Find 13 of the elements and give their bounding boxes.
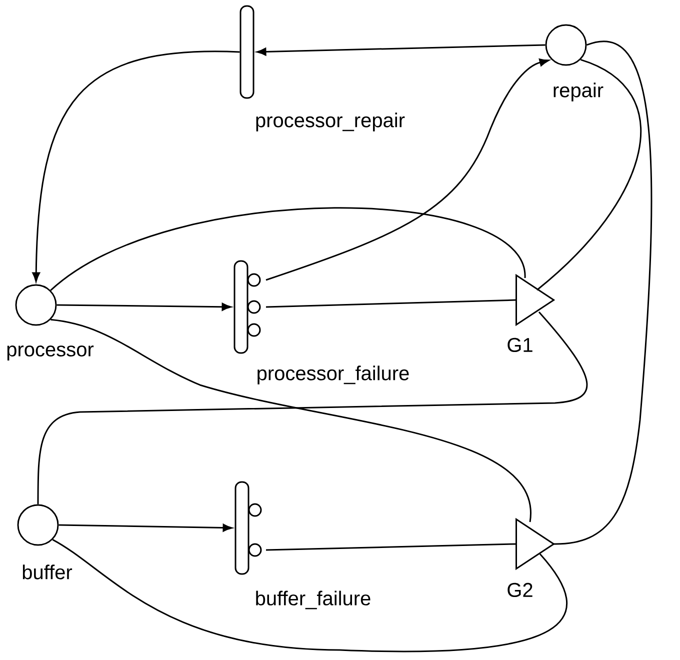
- arc-arrow: [56, 302, 232, 311]
- node-label: repair: [554, 82, 604, 102]
- node-label: processor_repair: [256, 112, 405, 132]
- arc-arrow: [266, 58, 550, 281]
- arc-arrow: [32, 50, 240, 282]
- arc-arrow: [58, 524, 232, 532]
- arc-arrow: [256, 44, 546, 56]
- node-label: buffer: [22, 564, 72, 580]
- node-label: G1: [508, 338, 532, 352]
- node-label: processor: [7, 346, 94, 360]
- node-label: processor_failure: [258, 366, 409, 384]
- node-label: buffer_failure: [256, 590, 370, 610]
- node-label: G2: [508, 582, 532, 598]
